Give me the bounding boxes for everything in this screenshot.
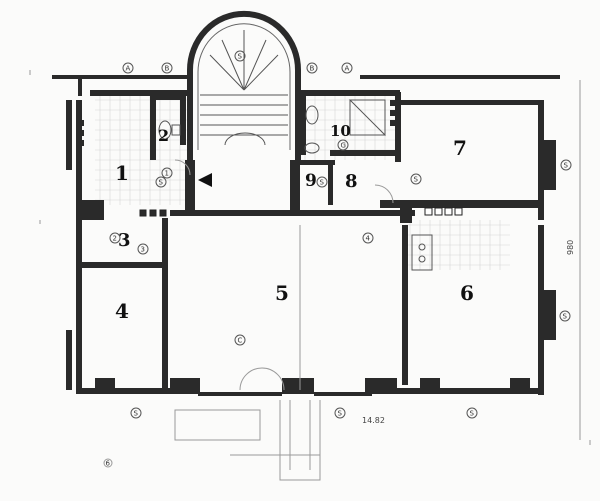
marker-b-right: B bbox=[306, 62, 318, 74]
dimension-code: 14.82 bbox=[362, 416, 385, 425]
svg-text:S: S bbox=[320, 179, 325, 187]
svg-text:S: S bbox=[159, 179, 164, 187]
svg-text:G: G bbox=[341, 142, 346, 150]
dimension-height: 980 bbox=[566, 240, 575, 255]
marker-b-left: B bbox=[161, 62, 173, 74]
bathroom-fixtures bbox=[158, 99, 433, 271]
svg-text:A: A bbox=[345, 65, 350, 73]
room-label-6: 6 bbox=[460, 281, 474, 305]
marker-s-right-upper: S bbox=[560, 159, 572, 171]
svg-text:1: 1 bbox=[165, 170, 169, 178]
marker-g-room10: G bbox=[337, 139, 349, 151]
marker-c-hall: C bbox=[234, 334, 246, 346]
svg-text:B: B bbox=[310, 65, 315, 73]
room-label-7: 7 bbox=[453, 136, 467, 160]
room-label-10: 10 bbox=[330, 122, 351, 140]
room-label-9: 9 bbox=[305, 171, 317, 191]
marker-s-room9: S bbox=[316, 176, 328, 188]
svg-text:2: 2 bbox=[113, 235, 117, 243]
svg-text:S: S bbox=[134, 410, 139, 418]
svg-text:S: S bbox=[414, 176, 419, 184]
marker-s-bottom-2: S bbox=[334, 407, 346, 419]
marker-s-stair: S bbox=[234, 50, 246, 62]
stair-tower bbox=[185, 10, 301, 210]
marker-1-room1: 1 bbox=[161, 167, 173, 179]
room-label-3: 3 bbox=[118, 230, 131, 251]
svg-text:S: S bbox=[564, 162, 569, 170]
marker-4-hall: 4 bbox=[362, 232, 374, 244]
svg-text:S: S bbox=[238, 53, 243, 61]
marker-a-right: A bbox=[341, 62, 353, 74]
svg-text:3: 3 bbox=[141, 246, 145, 254]
room-label-8: 8 bbox=[345, 171, 358, 192]
room-labels: 1 2 3 4 5 6 7 8 9 10 bbox=[115, 122, 474, 323]
marker-3-room3: 3 bbox=[137, 243, 149, 255]
door-swings bbox=[174, 159, 394, 481]
svg-text:S: S bbox=[563, 313, 568, 321]
entrance-arrow-icon bbox=[198, 173, 212, 187]
room-label-5: 5 bbox=[275, 281, 289, 305]
svg-text:S: S bbox=[338, 410, 343, 418]
circled-markers: A B S B A G S 1 S S S 2 3 4 C S S S S 6 bbox=[103, 50, 572, 468]
svg-text:6: 6 bbox=[106, 460, 111, 468]
marker-s-bottom-1: S bbox=[130, 407, 142, 419]
room-label-4: 4 bbox=[115, 299, 129, 323]
room-label-2: 2 bbox=[158, 126, 169, 145]
exterior-walls bbox=[52, 75, 560, 396]
marker-6-bottom: 6 bbox=[103, 458, 113, 468]
svg-text:4: 4 bbox=[366, 235, 371, 243]
marker-s-bottom-3: S bbox=[466, 407, 478, 419]
interior-walls bbox=[78, 95, 538, 388]
marker-2-room3: 2 bbox=[109, 232, 121, 244]
svg-text:C: C bbox=[238, 337, 243, 345]
room-label-1: 1 bbox=[115, 161, 129, 185]
svg-text:B: B bbox=[165, 65, 170, 73]
svg-text:A: A bbox=[126, 65, 131, 73]
svg-text:S: S bbox=[470, 410, 475, 418]
marker-s-right-lower: S bbox=[559, 310, 571, 322]
marker-a-left: A bbox=[122, 62, 134, 74]
marker-s-room1: S bbox=[155, 176, 167, 188]
marker-s-room8: S bbox=[410, 173, 422, 185]
